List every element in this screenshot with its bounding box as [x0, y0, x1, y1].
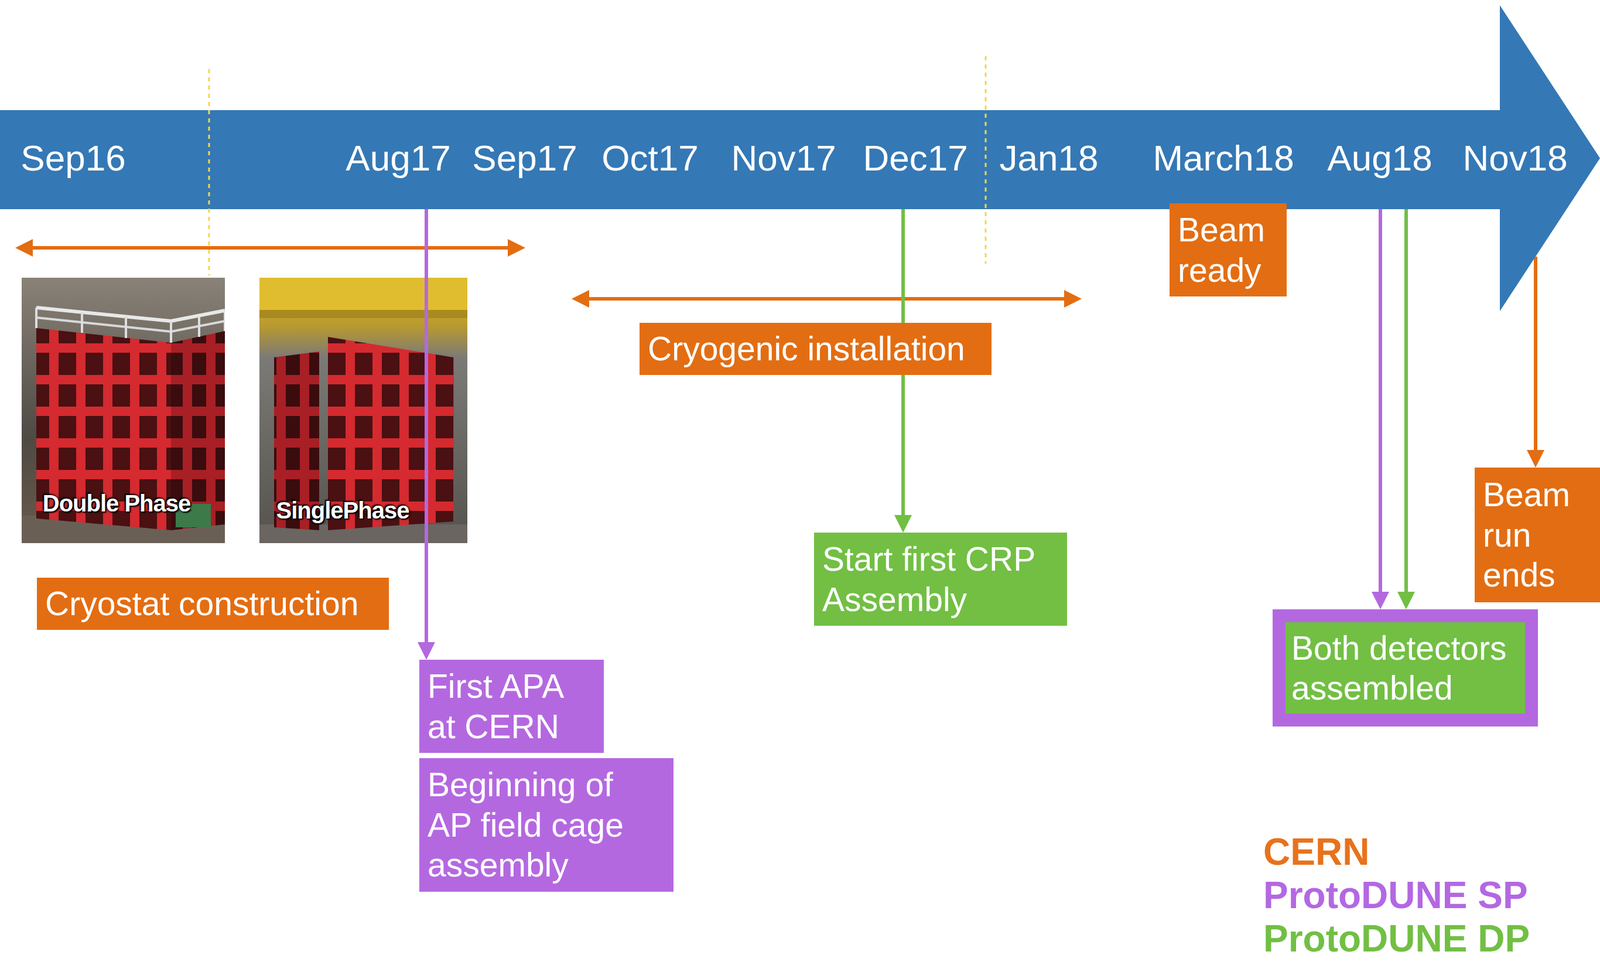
crane-beam: [259, 309, 468, 319]
month-label: Aug18: [1327, 136, 1432, 180]
month-label: Sep16: [20, 136, 126, 180]
milestone-text: Start first CRP Assembly: [822, 538, 1059, 620]
month-label: Jan18: [999, 136, 1099, 180]
milestone-text: First APA at CERN: [427, 665, 596, 747]
milestone-box: Cryogenic installation: [639, 322, 992, 375]
legend-text: CERN: [1263, 830, 1370, 873]
month-label: Sep17: [472, 136, 577, 180]
month-label: Aug17: [345, 136, 451, 180]
timeline-connector: [424, 209, 429, 648]
photo-background: [259, 277, 468, 543]
milestone-box: Start first CRP Assembly: [814, 532, 1068, 626]
single-phase-photo: [259, 277, 468, 543]
timeline-band: [0, 5, 1600, 311]
month-label: March18: [1152, 136, 1294, 180]
milestone-text: Beam ready: [1177, 209, 1279, 290]
milestone-box: Beam run ends: [1474, 467, 1600, 603]
milestone-text: Both detectors assembled: [1291, 627, 1520, 709]
milestone-box: Cryostat construction: [36, 577, 389, 630]
double-phase-photo: [21, 277, 225, 543]
photo-caption: Double Phase: [42, 490, 191, 517]
year-divider: [985, 56, 987, 264]
milestone-box: First APA at CERN: [419, 659, 604, 753]
milestone-text: Cryostat construction: [45, 583, 381, 624]
milestone-text: Beginning of AP field cage assembly: [427, 764, 656, 885]
milestone-box: Beam ready: [1169, 203, 1287, 297]
month-label: Oct17: [601, 136, 699, 180]
railing: [36, 307, 225, 321]
month-label: Nov17: [730, 136, 836, 180]
cryogenic-bracket: [583, 296, 1070, 301]
milestone-box: Both detectors assembled: [1272, 609, 1538, 727]
timeline-connector: [1533, 256, 1538, 456]
milestone-text: Cryogenic installation: [647, 328, 984, 369]
timeline-connector: [1404, 209, 1408, 598]
month-label: Dec17: [862, 136, 968, 180]
milestone-box: Beginning of AP field cage assembly: [419, 757, 674, 892]
month-label: Nov18: [1462, 136, 1568, 180]
timeline-arrow: Sep16 Aug17 Sep17 Oct17 Nov17 Dec17 Jan18 March…: [0, 5, 1600, 311]
cryostat-bracket: [26, 245, 514, 250]
railing: [36, 317, 225, 332]
milestone-text: Beam run ends: [1482, 474, 1592, 595]
legend-text: ProtoDUNE DP: [1263, 917, 1530, 960]
legend-text: ProtoDUNE SP: [1263, 873, 1528, 916]
legend-entry: ProtoDUNE DP: [1263, 917, 1530, 961]
legend-entry: CERN: [1263, 830, 1370, 874]
photo-background: [21, 277, 225, 543]
year-divider: [208, 69, 211, 276]
legend-entry: ProtoDUNE SP: [1263, 873, 1528, 918]
timeline-connector: [1378, 209, 1383, 598]
crane: [259, 277, 468, 310]
photo-caption: SinglePhase: [276, 497, 410, 524]
railing-posts: [36, 307, 225, 343]
